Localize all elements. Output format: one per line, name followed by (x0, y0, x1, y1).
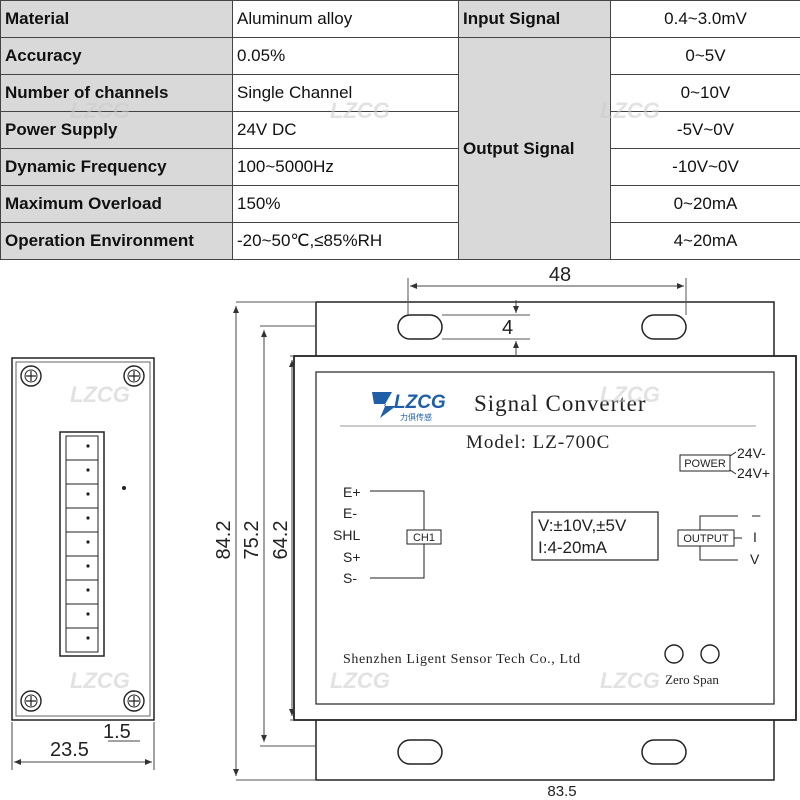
spec-label: Operation Environment (0, 222, 233, 260)
screw-icon (20, 690, 42, 712)
input-pin-label: S- (343, 570, 357, 586)
input-pin-label: E+ (343, 484, 361, 500)
zero-adjust-knob[interactable] (664, 644, 684, 664)
power-pin-label: 24V- (737, 445, 766, 461)
output-label: OUTPUT (683, 533, 729, 545)
spec-value: -20~50℃,≤85%RH (232, 222, 459, 260)
output-spec-current: I:4-20mA (538, 538, 608, 557)
span-adjust-knob[interactable] (700, 644, 720, 664)
dim-1-5-label: 1.5 (103, 721, 131, 743)
dim-84-2-label: 84.2 (213, 521, 235, 560)
spec-label: Maximum Overload (0, 185, 233, 223)
output-pin-label: I (753, 529, 757, 545)
screw-icon (123, 365, 145, 387)
spec-row: Number of channels Single Channel 0~10V (0, 74, 800, 112)
output-signal-value: 0~10V (610, 74, 800, 112)
spec-row: Material Aluminum alloy Input Signal 0.4… (0, 0, 800, 38)
dim-23-5-label: 23.5 (50, 739, 89, 761)
spec-value: 24V DC (232, 111, 459, 149)
manufacturer-label: Shenzhen Ligent Sensor Tech Co., Ltd (343, 652, 581, 667)
brand-logo-subtext: 力俱传感 (400, 412, 432, 422)
spec-row: Dynamic Frequency 100~5000Hz -10V~0V (0, 148, 800, 186)
output-signal-value: -5V~0V (610, 111, 800, 149)
power-label: POWER (684, 458, 726, 470)
device-title: Signal Converter (474, 391, 647, 416)
terminal-block (59, 431, 105, 657)
dim-4-label: 4 (502, 317, 513, 339)
spec-label: Material (0, 0, 233, 38)
spec-row: Accuracy 0.05% Output Signal 0~5V (0, 37, 800, 260)
technical-drawing: 23.5 1.5 48 4 84.2 75.2 (11, 264, 797, 800)
output-pin-label: – (752, 507, 761, 524)
input-signal-label: Input Signal (458, 0, 611, 38)
spec-label: Dynamic Frequency (0, 148, 233, 186)
zero-span-label: Zero Span (665, 672, 719, 687)
brand-logo-icon (372, 392, 396, 418)
spec-label: Accuracy (0, 37, 233, 75)
input-pin-label: S+ (343, 549, 361, 565)
input-signal-value: 0.4~3.0mV (610, 0, 800, 38)
output-signal-value: 0~5V (610, 37, 800, 75)
model-label: Model: LZ-700C (466, 432, 610, 453)
screw-icon (20, 365, 42, 387)
output-spec-voltage: V:±10V,±5V (538, 516, 627, 535)
dim-83-5-label: 83.5 (547, 783, 576, 800)
spec-value: Aluminum alloy (232, 0, 459, 38)
power-pin-label: 24V+ (737, 465, 770, 481)
input-pin-label: E- (343, 505, 357, 521)
side-view: 23.5 1.5 (11, 357, 155, 770)
brand-logo-text: LZCG (394, 392, 446, 413)
spec-row: Operation Environment -20~50℃,≤85%RH 4~2… (0, 222, 800, 260)
spec-value: Single Channel (232, 74, 459, 112)
dim-75-2-label: 75.2 (241, 521, 263, 560)
spec-label: Power Supply (0, 111, 233, 149)
output-signal-label: Output Signal (458, 37, 611, 260)
dim-48-label: 48 (549, 264, 571, 286)
output-signal-value: -10V~0V (610, 148, 800, 186)
spec-row: Power Supply 24V DC -5V~0V (0, 111, 800, 149)
spec-value: 100~5000Hz (232, 148, 459, 186)
output-pin-label: V (750, 551, 760, 567)
channel-label: CH1 (413, 532, 435, 544)
spec-row: Maximum Overload 150% 0~20mA (0, 185, 800, 223)
spec-table-wrapper: Material Aluminum alloy Input Signal 0.4… (0, 0, 800, 260)
input-pin-label: SHL (333, 527, 360, 543)
output-signal-value: 0~20mA (610, 185, 800, 223)
spec-value: 0.05% (232, 37, 459, 75)
dim-64-2-label: 64.2 (270, 521, 292, 560)
spec-table: Material Aluminum alloy Input Signal 0.4… (0, 0, 800, 260)
screw-icon (123, 690, 145, 712)
spec-label: Number of channels (0, 74, 233, 112)
output-signal-value: 4~20mA (610, 222, 800, 260)
brand-logo: LZCG 力俱传感 (372, 392, 446, 422)
front-view: 48 4 84.2 75.2 64.2 83.5 LZCG 力俱传感 Signa… (213, 264, 797, 800)
spec-value: 150% (232, 185, 459, 223)
